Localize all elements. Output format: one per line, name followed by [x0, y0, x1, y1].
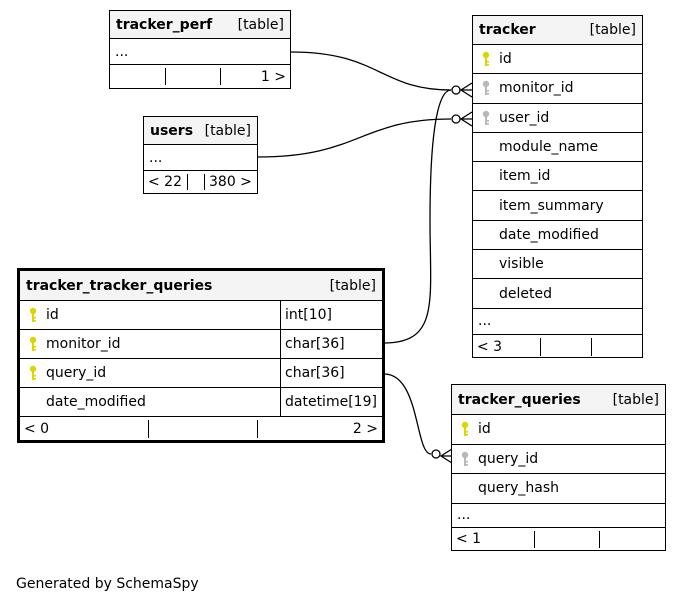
primary-key-icon: [27, 307, 39, 323]
primary-key-icon: [27, 365, 39, 381]
table-type: [table]: [329, 277, 376, 294]
more-columns: ...: [452, 504, 665, 528]
crowsfoot-tracker-user: [459, 111, 473, 127]
more-columns: ...: [473, 309, 642, 335]
column-row[interactable]: user_id: [473, 104, 642, 133]
more-columns: ...: [144, 145, 257, 171]
column-row[interactable]: module_name: [473, 133, 642, 163]
column-name: query_id: [46, 365, 107, 381]
generated-by-label: Generated by SchemaSpy: [16, 576, 199, 592]
table-type: [table]: [204, 122, 251, 139]
primary-key-icon: [459, 421, 471, 437]
table-name: tracker: [479, 22, 536, 38]
parents-count[interactable]: < 22: [148, 174, 182, 190]
column-row[interactable]: deleted: [473, 279, 642, 309]
column-type: char[36]: [280, 359, 382, 387]
column-row[interactable]: id: [473, 45, 642, 75]
children-count[interactable]: 380 >: [209, 174, 252, 190]
table-tracker-perf[interactable]: tracker_perf [table] ... 1 >: [109, 10, 291, 89]
column-row[interactable]: query_hash: [452, 474, 665, 504]
table-footer: < 0 2 >: [20, 417, 382, 441]
column-name: query_id: [478, 450, 539, 467]
column-name: user_id: [499, 109, 550, 126]
column-row[interactable]: query_id char[36]: [20, 359, 382, 388]
column-type: datetime[19]: [280, 388, 382, 416]
column-name: date_modified: [499, 226, 599, 243]
table-footer: < 1: [452, 528, 665, 551]
foreign-key-icon: [480, 110, 492, 126]
column-name: id: [499, 51, 512, 68]
column-row[interactable]: monitor_id char[36]: [20, 330, 382, 359]
column-row[interactable]: visible: [473, 250, 642, 280]
more-columns: ...: [110, 39, 290, 65]
column-row[interactable]: item_id: [473, 162, 642, 192]
column-name: id: [478, 421, 491, 438]
column-row[interactable]: id int[10]: [20, 301, 382, 330]
column-row[interactable]: date_modified: [473, 221, 642, 251]
column-row[interactable]: date_modified datetime[19]: [20, 388, 382, 417]
parents-count[interactable]: < 0: [24, 421, 50, 437]
crowsfoot-tracker-queries: [439, 448, 453, 464]
crowsfoot-tracker-monitor: [459, 82, 473, 98]
foreign-key-icon: [480, 80, 492, 96]
column-row[interactable]: item_summary: [473, 191, 642, 221]
children-count[interactable]: 2 >: [352, 421, 378, 437]
rel-tracker-perf-to-tracker: [290, 51, 452, 91]
column-name: monitor_id: [499, 80, 574, 97]
optional-marker-monitor: [451, 85, 461, 95]
column-name: item_summary: [499, 197, 604, 214]
column-name: monitor_id: [46, 336, 121, 352]
table-type: [table]: [237, 16, 284, 33]
parents-count[interactable]: < 1: [456, 531, 482, 547]
column-type: char[36]: [280, 330, 382, 358]
table-name: tracker_queries: [458, 391, 581, 408]
table-footer: < 3: [473, 335, 642, 359]
column-name: deleted: [499, 285, 552, 302]
column-name: id: [46, 307, 59, 323]
rel-ttq-to-tracker-queries: [383, 373, 432, 455]
parents-count[interactable]: < 3: [477, 338, 503, 355]
column-row[interactable]: id: [452, 415, 665, 445]
column-row[interactable]: monitor_id: [473, 74, 642, 104]
foreign-key-icon: [459, 451, 471, 467]
optional-marker-user: [451, 114, 461, 124]
column-name: item_id: [499, 168, 551, 185]
primary-key-icon: [27, 336, 39, 352]
table-footer: < 22 380 >: [144, 171, 257, 193]
column-name: visible: [499, 256, 544, 273]
optional-marker-query: [431, 449, 441, 459]
table-name: users: [150, 122, 194, 139]
primary-key-icon: [480, 51, 492, 67]
column-type: int[10]: [280, 301, 382, 329]
table-type: [table]: [589, 22, 636, 38]
table-type: [table]: [612, 391, 659, 408]
column-row[interactable]: query_id: [452, 445, 665, 474]
table-tracker-tracker-queries[interactable]: tracker_tracker_queries [table] id int[10…: [17, 268, 385, 443]
table-footer: 1 >: [110, 65, 290, 88]
table-name: tracker_perf: [116, 16, 213, 33]
children-count[interactable]: 1 >: [260, 68, 286, 85]
rel-users-to-tracker: [257, 118, 452, 158]
column-name: date_modified: [46, 394, 146, 410]
column-name: query_hash: [478, 480, 560, 497]
column-name: module_name: [499, 139, 599, 156]
table-users[interactable]: users [table] ... < 22 380 >: [143, 116, 258, 194]
table-tracker-queries[interactable]: tracker_queries [table] id query_id query_…: [451, 384, 666, 551]
rel-ttq-to-tracker: [383, 89, 452, 344]
table-name: tracker_tracker_queries: [26, 277, 213, 294]
